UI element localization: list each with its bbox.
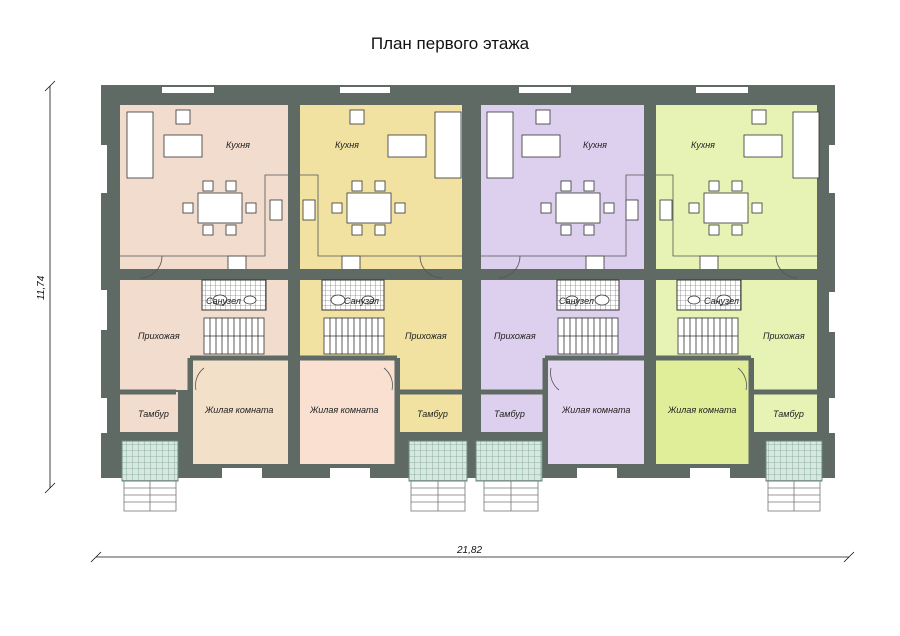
hallway-label: Прихожая [405, 331, 447, 341]
living-room-label: Жилая комната [561, 405, 630, 415]
bathroom-label: Санузел [559, 296, 594, 306]
dimension-lines [44, 80, 855, 563]
bathrooms [201, 279, 742, 311]
vestibule-label: Тамбур [138, 409, 169, 419]
height-dimension-label: 11,74 [36, 275, 47, 300]
staircases [203, 317, 739, 355]
windows [101, 87, 835, 478]
porches [121, 440, 823, 512]
kitchen-label: Кухня [583, 140, 607, 150]
plan-title: План первого этажа [370, 34, 530, 53]
hallway-label: Прихожая [494, 331, 536, 341]
kitchen-label: Кухня [226, 140, 250, 150]
vestibule-label: Тамбур [417, 409, 448, 419]
room-labels: Кухня Санузел Прихожая Тамбур Жилая комн… [138, 140, 805, 419]
width-dimension-label: 21,82 [456, 545, 482, 556]
bathroom-label: Санузел [206, 296, 241, 306]
kitchen-label: Кухня [691, 140, 715, 150]
living-room-label: Жилая комната [667, 405, 736, 415]
living-room-label: Жилая комната [309, 405, 378, 415]
interior-lines [120, 174, 817, 464]
vestibule-label: Тамбур [773, 409, 804, 419]
furniture [126, 109, 820, 271]
living-room-label: Жилая комната [204, 405, 273, 415]
hallway-label: Прихожая [763, 331, 805, 341]
hallway-label: Прихожая [138, 331, 180, 341]
kitchen-label: Кухня [335, 140, 359, 150]
bathroom-label: Санузел [704, 296, 739, 306]
bathroom-label: Санузел [344, 296, 379, 306]
vestibule-label: Тамбур [494, 409, 525, 419]
